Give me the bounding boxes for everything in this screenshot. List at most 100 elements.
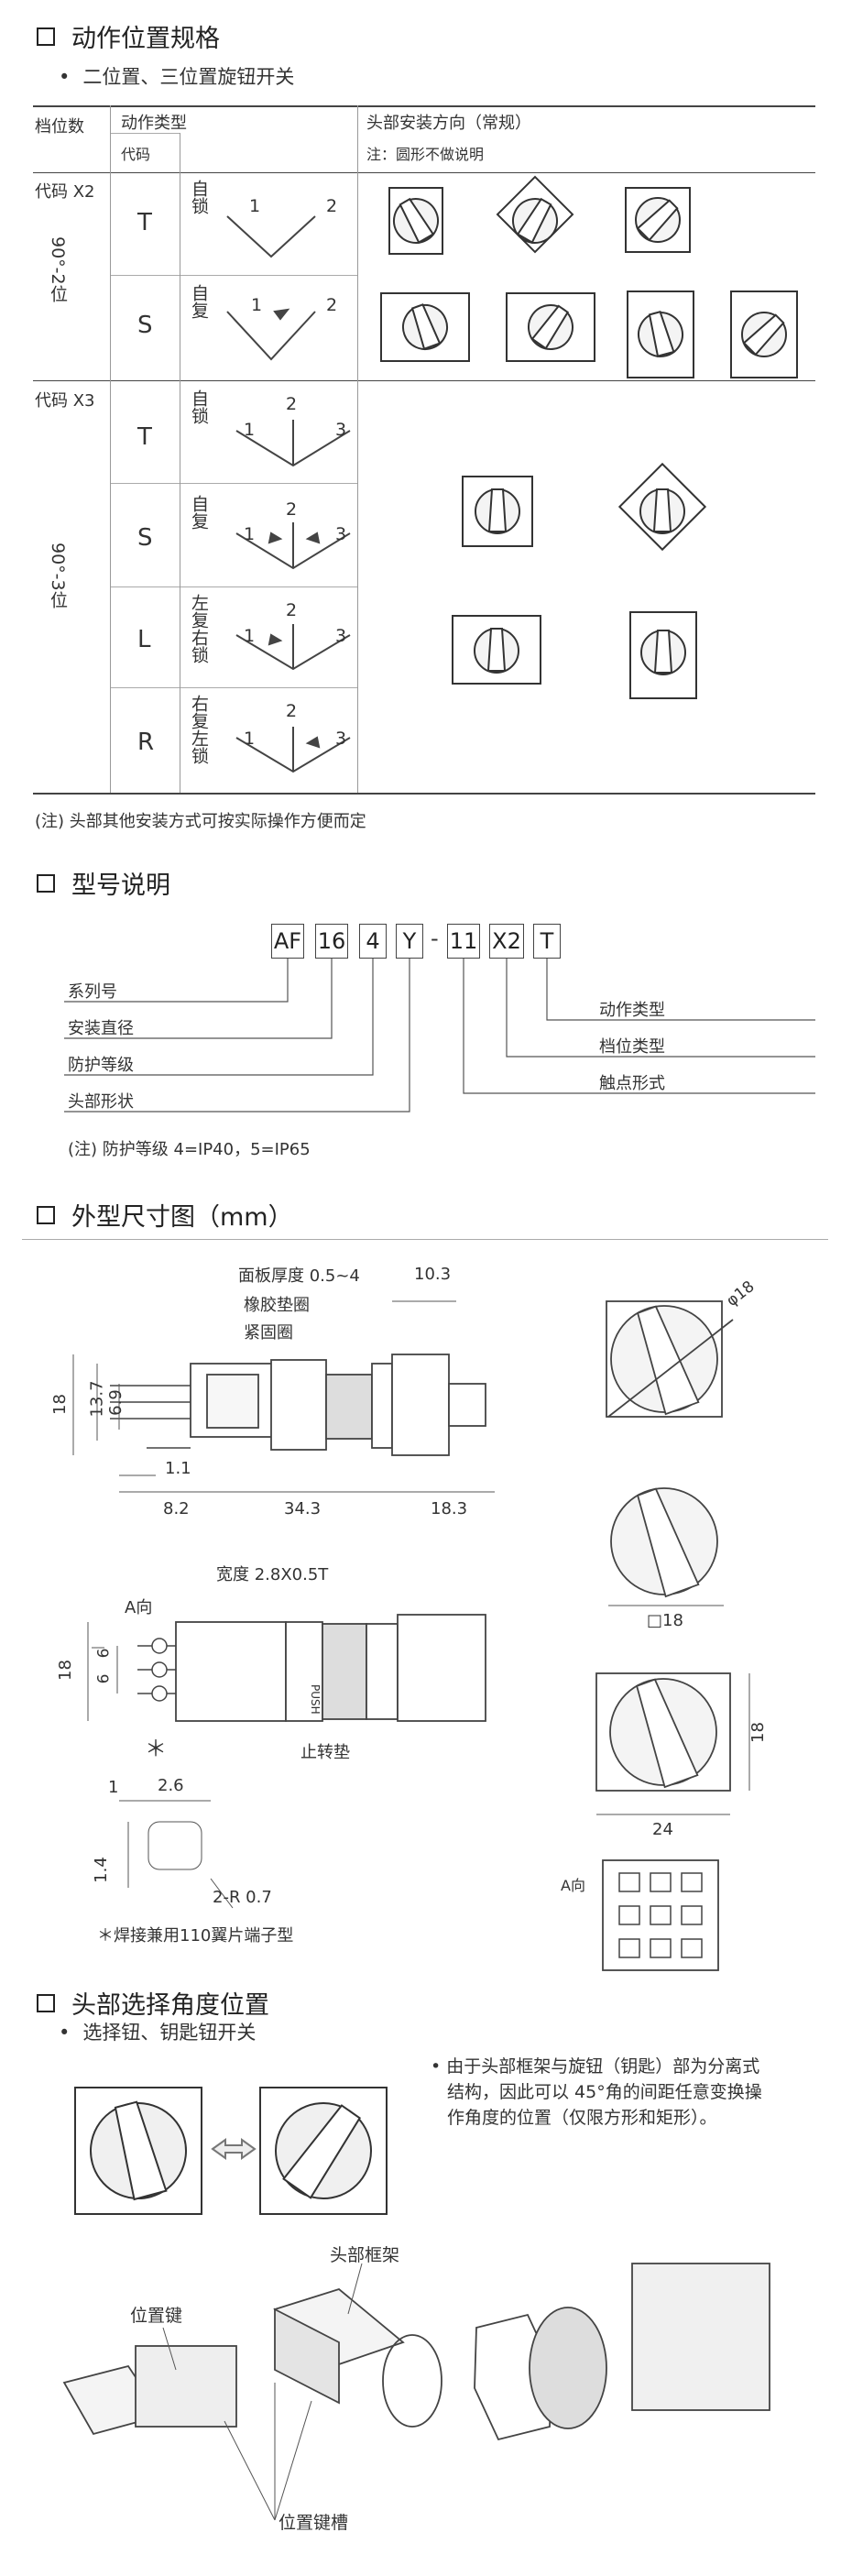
knob-rect-icon (452, 615, 541, 685)
knob-rect-icon (629, 611, 697, 699)
model-part: 4 (359, 924, 387, 959)
row-desc: 左复右锁 (189, 594, 209, 663)
star-mark: ＊ (145, 1736, 167, 1761)
hdr-code: 代码 (121, 146, 151, 163)
row-desc: 右复左锁 (189, 695, 209, 764)
knob-square-icon (385, 187, 447, 255)
row-code: T (137, 209, 152, 236)
dim-width: 宽度 2.8X0.5T (216, 1565, 329, 1584)
pos-num: 3 (335, 524, 347, 544)
action-diagrams (226, 215, 351, 773)
bullet-text: 选择钮、钥匙钮开关 (59, 2018, 256, 2045)
knob-diamond-icon (617, 462, 707, 552)
pos-num: 2 (286, 394, 298, 414)
section-title-angle: 头部选择角度位置 (37, 1985, 269, 2021)
pos-num: 1 (244, 729, 256, 749)
angle-desc: • 由于头部框架与旋钮（钥匙）部为分离式 (431, 2056, 760, 2077)
section-title-dimensions: 外型尺寸图（mm） (37, 1197, 293, 1233)
model-part: T (533, 924, 561, 959)
label-key: 位置键 (130, 2306, 183, 2326)
dim-sq18: □18 (647, 1611, 683, 1630)
model-label: 系列号 (68, 982, 117, 1002)
model-label: 动作类型 (599, 1001, 665, 1020)
pos-num: 1 (244, 524, 256, 544)
pos-num: 1 (244, 626, 256, 646)
dim-ring: 紧固圈 (244, 1323, 293, 1343)
checkbox-icon (37, 1205, 55, 1224)
model-label: 防护等级 (68, 1056, 134, 1075)
pos-num: 1 (251, 295, 263, 315)
footnote: (注) 头部其他安装方式可按实际操作方便而定 (35, 812, 366, 831)
row-desc: 自锁 (189, 389, 209, 424)
dim-rubber: 橡胶垫圈 (244, 1296, 310, 1315)
dim-24: 24 (652, 1820, 673, 1839)
x3-code: 代码 X3 (35, 391, 95, 411)
x2-code: 代码 X2 (35, 182, 95, 202)
model-part: X2 (489, 924, 524, 959)
dim-aview-b: A向 (561, 1877, 585, 1894)
row-desc: 自复 (189, 284, 209, 319)
model-label: 档位类型 (599, 1037, 665, 1057)
checkbox-icon (37, 27, 55, 46)
model-part: Y (396, 924, 423, 959)
swap-arrow-icon (211, 2138, 257, 2160)
section-title-model: 型号说明 (37, 865, 170, 901)
knob-rect-icon (730, 290, 798, 378)
checkbox-icon (37, 873, 55, 893)
x3-angle: 90°-3位 (48, 543, 68, 608)
model-part: AF (271, 924, 304, 959)
dim-82: 8.2 (163, 1499, 190, 1518)
model-leader-lines (64, 959, 815, 1113)
row-code: R (137, 729, 155, 756)
hdr-note: 注：圆形不做说明 (366, 146, 485, 163)
model-label: 安装直径 (68, 1019, 134, 1038)
bullet-text: 二位置、三位置旋钮开关 (59, 62, 294, 90)
model-dash: - (431, 926, 439, 951)
pos-num: 3 (335, 420, 347, 440)
dim-183: 18.3 (431, 1499, 468, 1518)
x2-angle: 90°-2位 (48, 236, 68, 302)
model-label: 头部形状 (68, 1092, 134, 1112)
knob-rect-icon (627, 290, 694, 378)
row-desc: 自锁 (189, 180, 209, 214)
pos-num: 1 (244, 420, 256, 440)
pos-num: 3 (335, 729, 347, 749)
model-note: (注) 防护等级 4=IP40，5=IP65 (68, 1140, 311, 1159)
hdr-head: 头部安装方向（常规） (366, 114, 531, 133)
row-code: T (137, 423, 152, 451)
pos-num: 2 (286, 499, 298, 520)
knob-rect-icon (506, 292, 595, 362)
dim-panel: 面板厚度 0.5~4 (238, 1266, 360, 1286)
push-label: PUSH (309, 1684, 322, 1715)
dim-26: 2.6 (158, 1776, 184, 1795)
dim-stop: 止转垫 (300, 1743, 350, 1762)
row-code: L (137, 626, 151, 653)
knob-square-icon (462, 476, 533, 547)
dimension-drawing: PUSH (72, 1300, 750, 1971)
checkbox-icon (37, 1993, 55, 2012)
model-part: 16 (315, 924, 348, 959)
dim-103: 10.3 (414, 1265, 452, 1284)
angle-desc: 作角度的位置（仅限方形和矩形）。 (447, 2108, 717, 2128)
dim-aview: A向 (125, 1598, 153, 1617)
knob-square-icon (625, 187, 691, 253)
label-frame: 头部框架 (330, 2245, 400, 2265)
hdr-positions: 档位数 (35, 117, 84, 137)
hdr-action: 动作类型 (121, 114, 187, 133)
angle-desc: 结构，因此可以 45°角的间距任意变换操 (447, 2082, 762, 2102)
pos-num: 2 (286, 600, 298, 620)
model-part: 11 (447, 924, 480, 959)
weld-note: ＊焊接兼用110翼片端子型 (97, 1926, 294, 1946)
model-label: 触点形式 (599, 1074, 665, 1093)
pos-num: 2 (326, 196, 338, 216)
row-desc: 自复 (189, 495, 209, 530)
knob-diamond-icon (496, 175, 574, 254)
section-title-action: 动作位置规格 (37, 18, 220, 54)
dim-1: 1 (108, 1778, 119, 1797)
knob-icons (380, 175, 798, 699)
pos-num: 2 (286, 701, 298, 721)
pos-num: 3 (335, 626, 347, 646)
label-slot: 位置键槽 (279, 2513, 349, 2533)
pos-num: 2 (326, 295, 338, 315)
